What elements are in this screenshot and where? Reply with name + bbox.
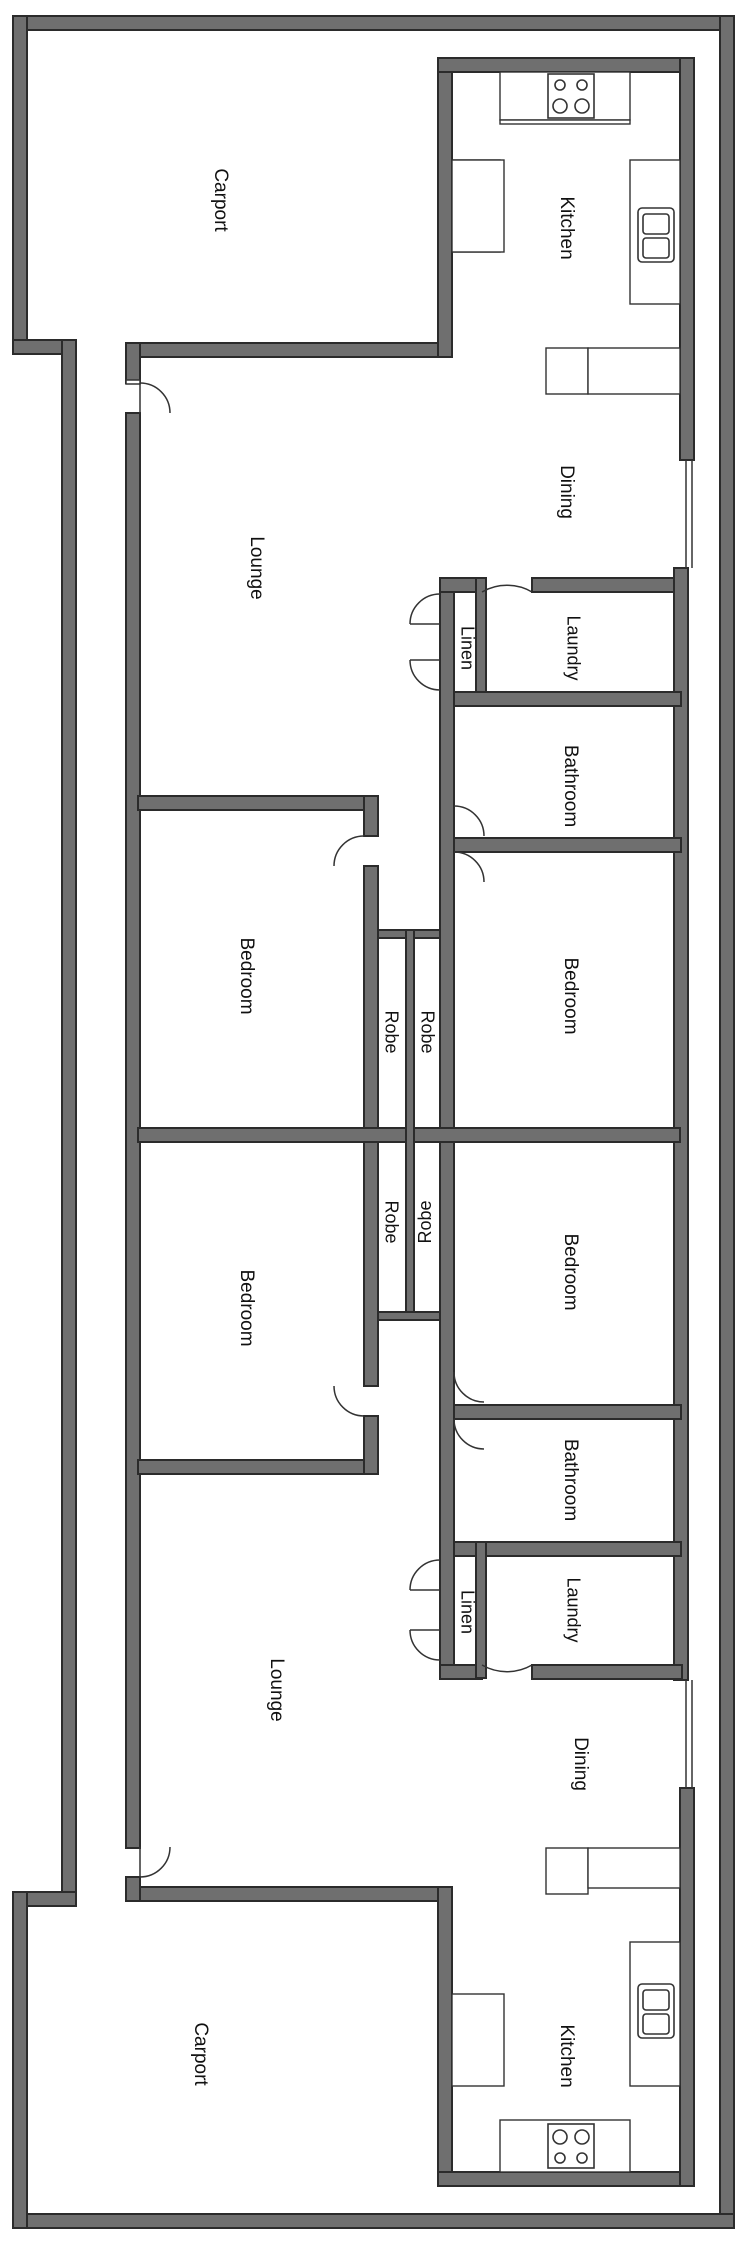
label-robe-left-bottom: Robe	[381, 1200, 401, 1243]
label-robe-right-top: Robe	[417, 1010, 437, 1053]
label-bedroom-left-bottom: Bedroom	[236, 1269, 257, 1346]
label-bedroom-right-bottom: Bedroom	[560, 1233, 581, 1310]
label-carport-bottom: Carport	[190, 2022, 211, 2086]
door-lounge-bottom	[139, 1846, 171, 1878]
door-linen-bottom	[409, 1559, 441, 1661]
label-dining-bottom: Dining	[570, 1737, 591, 1791]
label-robe-right-bottom: Robe	[415, 1200, 435, 1243]
door-lounge-top	[125, 379, 171, 414]
label-bathroom-top: Bathroom	[560, 745, 581, 827]
door-dining-top	[685, 460, 693, 568]
label-kitchen-bottom: Kitchen	[556, 2024, 577, 2087]
door-bathroom-bottom	[453, 1418, 485, 1450]
kitchen-fixtures-bottom	[451, 1847, 681, 2173]
label-linen-top: Linen	[457, 626, 477, 670]
wet-area-walls	[453, 577, 682, 1679]
label-lounge-bottom: Lounge	[266, 1658, 287, 1721]
label-laundry-bottom: Laundry	[563, 1577, 583, 1642]
door-bedroom-right-top	[453, 851, 485, 883]
room-labels: Carport Kitchen Dining Lounge Linen Laun…	[190, 168, 591, 2087]
lounge-walls	[125, 342, 141, 1902]
label-bedroom-right-top: Bedroom	[560, 957, 581, 1034]
label-dining-top: Dining	[556, 465, 577, 519]
label-bedroom-left-top: Bedroom	[236, 937, 257, 1014]
door-dining-bottom	[685, 1680, 693, 1788]
door-bedroom-left-top	[333, 835, 365, 867]
label-robe-left-top: Robe	[381, 1010, 401, 1053]
door-linen-top	[409, 593, 441, 691]
label-laundry-top: Laundry	[563, 615, 583, 680]
door-bathroom-top	[453, 805, 485, 837]
label-linen-bottom: Linen	[457, 1590, 477, 1634]
doors	[125, 379, 693, 1878]
door-bedroom-right-bottom	[453, 1371, 485, 1403]
door-bedroom-left-bottom	[333, 1385, 365, 1417]
label-kitchen-top: Kitchen	[556, 196, 577, 259]
label-carport-top: Carport	[210, 168, 231, 232]
door-laundry-top	[481, 584, 533, 593]
outer-walls	[12, 15, 735, 2229]
kitchen-fixtures-top	[451, 71, 681, 395]
bedroom-walls	[137, 795, 681, 1475]
door-laundry-bottom	[481, 1664, 533, 1673]
label-lounge-top: Lounge	[246, 536, 267, 599]
label-bathroom-bottom: Bathroom	[560, 1439, 581, 1521]
